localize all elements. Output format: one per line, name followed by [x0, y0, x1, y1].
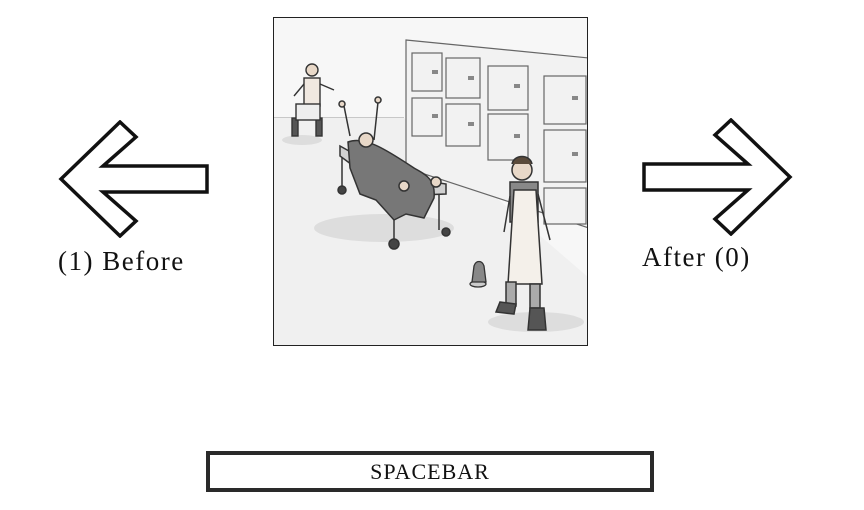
arrow-right-outline-icon	[642, 118, 793, 236]
spacebar-label: SPACEBAR	[370, 458, 490, 484]
before-label: (1) Before	[58, 246, 185, 276]
after-arrow-button[interactable]	[641, 118, 793, 236]
spacebar-button[interactable]: SPACEBAR	[206, 451, 654, 492]
after-label: After (0)	[642, 242, 751, 272]
cartoon-image	[273, 17, 588, 346]
arrow-left-outline-icon	[58, 120, 209, 238]
before-arrow-button[interactable]	[58, 120, 210, 238]
